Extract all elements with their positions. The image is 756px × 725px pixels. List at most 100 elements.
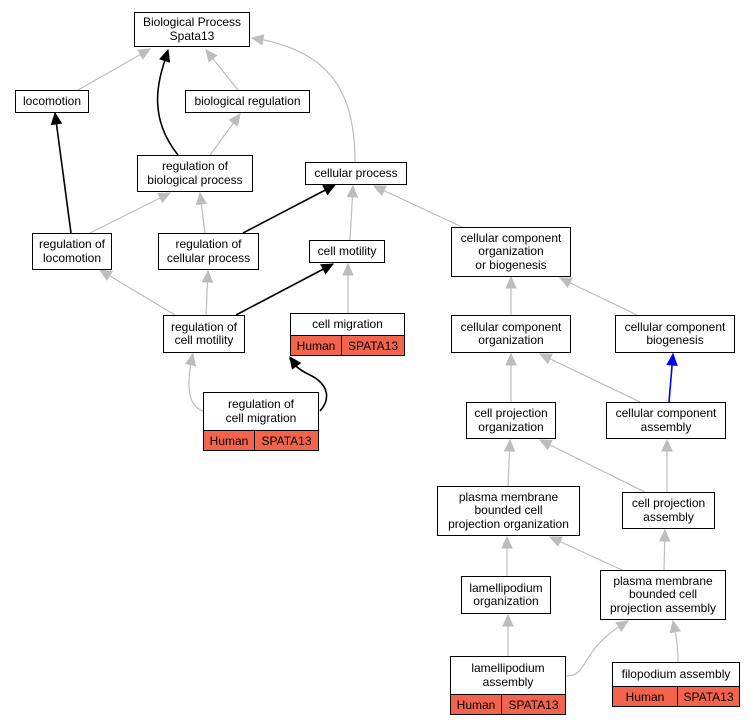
edge-arrowhead [228, 113, 241, 127]
edge-filopodium-assembly-to-plasma-membrane-bounded-cell-projection-assembly [669, 619, 681, 663]
node-label-line: regulation of [161, 159, 229, 173]
edge-arrowhead [322, 184, 337, 196]
node-label: cell motility [310, 241, 384, 262]
edge-arrowhead [538, 439, 553, 451]
edge-arrowhead [346, 184, 359, 198]
node-label-line: or biogenesis [475, 257, 547, 272]
edge-cellular-component-organization-or-biogenesis-to-cellular-process [372, 185, 463, 228]
edge-cellular-component-organization-to-cellular-component-organization-or-biogenesis [505, 275, 517, 315]
node-label-line: projection organization [448, 516, 569, 531]
edge-line [99, 269, 176, 316]
edge-regulation-of-biological-process-to-biological-regulation [209, 113, 241, 156]
node-label-line: cell motility [174, 333, 234, 347]
edge-arrowhead [195, 191, 208, 206]
go-term-node-cell-motility[interactable]: cell motility [309, 240, 385, 263]
edge-arrowhead [538, 353, 553, 365]
edge-line [565, 620, 629, 677]
edge-arrowhead [289, 356, 302, 370]
node-label-line: regulation of [175, 237, 242, 251]
edge-arrowhead [658, 528, 671, 542]
edge-arrowhead [502, 613, 514, 627]
edge-regulation-of-biological-process-to-root [156, 48, 179, 156]
node-label-line: lamellipodium [469, 580, 543, 595]
node-label-line: Biological Process [142, 15, 242, 29]
node-label-line: regulation of [38, 237, 106, 251]
node-label-line: cellular component [615, 406, 717, 420]
node-label: cellular process [306, 163, 406, 184]
edge-cellular-component-assembly-to-cellular-component-organization [538, 353, 641, 403]
node-label-line: locomotion [42, 250, 102, 265]
edge-regulation-of-cell-motility-to-regulation-of-cellular-process [201, 269, 214, 316]
node-label-line: biogenesis [646, 333, 704, 347]
gene-cell: SPATA13 [254, 431, 318, 450]
node-label-line: biological regulation [194, 93, 301, 108]
edge-line [549, 536, 623, 571]
edge-lamellipodium-organization-to-plasma-membrane-bounded-cell-projection-organization [501, 535, 513, 576]
edge-cellular-component-biogenesis-to-cellular-component-organization-or-biogenesis [558, 277, 638, 316]
node-label-line: cell motility [317, 243, 377, 258]
edge-plasma-membrane-bounded-cell-projection-assembly-to-plasma-membrane-bounded-cell-projection-organization [548, 536, 623, 571]
edge-cellular-component-assembly-to-cellular-component-biogenesis [666, 352, 678, 403]
edge-regulation-of-cell-migration-to-cell-migration [289, 356, 328, 412]
node-label-line: cellular component [460, 230, 562, 245]
node-label-line: cell migration [225, 410, 297, 425]
node-label-line: regulation of [170, 319, 238, 334]
go-term-node-cellular-process[interactable]: cellular process [305, 162, 407, 185]
go-term-node-locomotion[interactable]: locomotion [15, 90, 89, 113]
edge-arrowhead [661, 438, 673, 452]
node-label-line: organization [478, 419, 544, 434]
node-label-line: cell projection [631, 496, 706, 510]
edge-arrowhead [669, 619, 681, 634]
node-label-line: projection assembly [609, 600, 717, 615]
edge-arrowhead [503, 438, 516, 452]
node-label-line: cellular component [460, 319, 562, 334]
node-label-line: organization [473, 594, 539, 608]
node-label-line: cellular process [166, 250, 251, 265]
node-label-line: assembly [640, 419, 692, 434]
edge-arrowhead [505, 275, 517, 289]
edge-line [373, 185, 463, 228]
edge-lamellipodium-assembly-to-lamellipodium-organization [502, 613, 514, 656]
node-label-line: bounded cell [474, 503, 543, 518]
edge-arrowhead [184, 352, 197, 367]
edge-arrowhead [320, 263, 335, 275]
node-label-line: cell migration [312, 316, 383, 331]
species-cell: Human [456, 697, 496, 712]
edge-arrowhead [157, 192, 172, 204]
node-label-line: assembly [643, 509, 694, 524]
edge-plasma-membrane-bounded-cell-projection-organization-to-cell-projection-organization [503, 438, 516, 487]
go-term-node-biological-regulation[interactable]: biological regulation [185, 90, 310, 113]
edge-locomotion-to-root [77, 48, 152, 91]
edge-regulation-of-cellular-process-to-cellular-process [242, 184, 337, 234]
node-label-line: cell projection [474, 406, 548, 420]
edge-cell-motility-to-cellular-process [346, 184, 359, 241]
